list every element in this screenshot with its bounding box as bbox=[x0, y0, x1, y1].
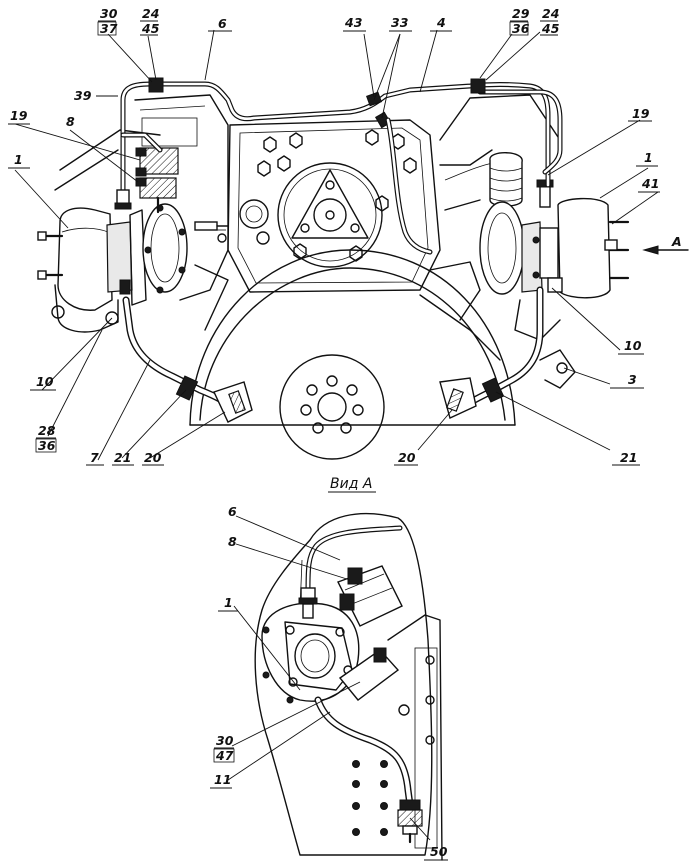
right-turbocharger bbox=[479, 152, 630, 341]
block-bolts bbox=[352, 760, 388, 836]
callout-24-left: 24 bbox=[142, 6, 159, 21]
callout-30: 30 bbox=[100, 6, 118, 21]
cover-fitting bbox=[239, 199, 269, 229]
callout-6-bottom: 6 bbox=[228, 504, 237, 519]
callout-33: 33 bbox=[391, 15, 408, 30]
callout-21-right: 21 bbox=[620, 450, 637, 465]
crankshaft-pulley bbox=[277, 162, 383, 268]
view-a-detail bbox=[254, 512, 443, 861]
callout-11: 11 bbox=[214, 772, 231, 787]
callout-3: 3 bbox=[628, 372, 637, 387]
drain-fitting-50 bbox=[397, 799, 423, 844]
cover-bolts bbox=[257, 129, 417, 262]
callout-1-right: 1 bbox=[644, 150, 653, 165]
turbine-flange bbox=[261, 602, 360, 704]
callout-41: 41 bbox=[641, 176, 659, 191]
view-a-valve bbox=[337, 565, 403, 627]
callout-4: 4 bbox=[436, 15, 446, 30]
top-oil-pipes bbox=[114, 77, 563, 210]
callout-19-right: 19 bbox=[632, 106, 650, 121]
callout-10-right: 10 bbox=[624, 338, 642, 353]
left-turbocharger bbox=[37, 203, 229, 333]
callout-43: 43 bbox=[344, 15, 362, 30]
callout-19-left: 19 bbox=[10, 108, 28, 123]
callout-6-top: 6 bbox=[218, 16, 227, 31]
callout-8-bottom: 8 bbox=[228, 534, 237, 549]
flywheel-housing bbox=[199, 267, 506, 421]
view-arrow-a: А bbox=[642, 234, 689, 255]
callout-8-top: 8 bbox=[66, 114, 75, 129]
callout-30-bottom: 30 bbox=[216, 733, 234, 748]
callout-10-left: 10 bbox=[36, 374, 54, 389]
callout-36-bottom: 36 bbox=[38, 438, 56, 453]
callout-28: 28 bbox=[38, 423, 56, 438]
right-tee-fitting bbox=[470, 78, 486, 94]
callout-1-left: 1 bbox=[14, 152, 23, 167]
left-tee-fitting bbox=[148, 77, 164, 93]
callout-20-right: 20 bbox=[398, 450, 416, 465]
callout-36-top: 36 bbox=[512, 21, 530, 36]
callout-1-bottom: 1 bbox=[224, 595, 233, 610]
left-drain-pipe bbox=[122, 296, 253, 423]
callout-labels: 30 37 24 45 6 43 33 4 29 36 24 45 39 19 … bbox=[8, 6, 660, 861]
callout-21-left: 21 bbox=[114, 450, 131, 465]
callout-47: 47 bbox=[215, 748, 234, 763]
callout-37: 37 bbox=[100, 21, 118, 36]
callout-24-right: 24 bbox=[542, 6, 559, 21]
callout-45-right: 45 bbox=[541, 21, 560, 36]
flywheel bbox=[279, 354, 385, 460]
engine-front-view: А bbox=[37, 77, 689, 460]
right-drain-pipe bbox=[439, 286, 576, 419]
callout-50: 50 bbox=[430, 844, 448, 859]
callout-7: 7 bbox=[90, 450, 99, 465]
leader-lines bbox=[14, 29, 659, 841]
callout-45-left: 45 bbox=[141, 21, 160, 36]
left-valve-cover bbox=[141, 117, 198, 147]
callout-29: 29 bbox=[512, 6, 530, 21]
callout-20-left: 20 bbox=[144, 450, 162, 465]
left-boost-valve bbox=[135, 147, 179, 214]
arrow-label: А bbox=[671, 234, 682, 249]
callout-39: 39 bbox=[74, 88, 92, 103]
view-a-label: Вид А bbox=[330, 476, 372, 492]
